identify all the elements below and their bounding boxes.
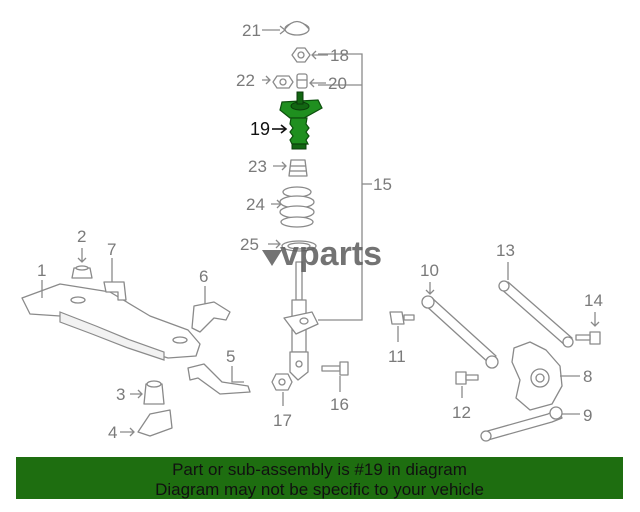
banner-line-2: Diagram may not be specific to your vehi… (155, 480, 484, 499)
callout-1: 1 (37, 261, 46, 280)
callout-16: 16 (330, 395, 349, 414)
callout-13: 13 (496, 241, 515, 260)
leader-14 (590, 312, 600, 327)
callout-7: 7 (107, 240, 116, 259)
leader-22 (262, 75, 271, 85)
leader-23 (273, 161, 287, 171)
part-10-lateral-arm[interactable] (421, 295, 499, 369)
callout-9: 9 (583, 406, 592, 425)
part-6-bracket[interactable] (191, 301, 231, 333)
leader-20 (309, 78, 326, 88)
callout-23: 23 (248, 157, 267, 176)
leader-5 (231, 366, 244, 383)
callout-24: 24 (246, 195, 265, 214)
part-strut-body[interactable] (283, 261, 319, 381)
part-11-bolt[interactable] (389, 311, 415, 325)
part-19-strut-mount-highlighted[interactable] (279, 91, 323, 150)
parts-diagram: 15 21 18 22 20 19 23 (21, 20, 603, 442)
callout-15: 15 (373, 175, 392, 194)
callout-17: 17 (273, 411, 292, 430)
leader-24 (271, 199, 282, 209)
part-9-trailing-arm[interactable] (480, 406, 563, 442)
callout-8: 8 (583, 367, 592, 386)
callout-21: 21 (242, 21, 261, 40)
part-22-nut[interactable] (272, 75, 294, 89)
part-4-shield[interactable] (137, 409, 173, 437)
callout-18: 18 (330, 46, 349, 65)
vparts-watermark: vparts (262, 235, 382, 273)
leader-10 (425, 282, 435, 295)
banner-line-1: Part or sub-assembly is #19 in diagram (172, 460, 467, 479)
part-5-bracket[interactable] (187, 363, 251, 395)
part-25-spring-seat[interactable] (281, 240, 317, 252)
watermark-logo-icon (262, 250, 282, 266)
callout-10: 10 (420, 261, 439, 280)
part-20-bushing[interactable] (296, 73, 308, 89)
callout-20: 20 (328, 74, 347, 93)
part-24-coil-spring[interactable] (279, 186, 315, 228)
leader-4 (120, 427, 135, 437)
info-banner: Part or sub-assembly is #19 in diagram D… (16, 457, 623, 499)
callout-4: 4 (108, 423, 117, 442)
part-18-nut[interactable] (291, 47, 311, 63)
part-23-bump-stop[interactable] (288, 159, 308, 177)
callout-22: 22 (236, 71, 255, 90)
callout-6: 6 (199, 267, 208, 286)
part-16-bolt[interactable] (321, 361, 349, 376)
part-8-knuckle[interactable] (511, 341, 563, 411)
leader-2 (77, 248, 87, 263)
callout-3: 3 (116, 385, 125, 404)
callout-19: 19 (250, 119, 270, 139)
leader-18 (311, 50, 328, 60)
callout-12: 12 (452, 403, 471, 422)
part-3-bushing[interactable] (143, 380, 165, 405)
arrow-21 (279, 25, 287, 35)
part-1-crossmember[interactable] (21, 283, 201, 361)
callout-11: 11 (388, 347, 406, 366)
callout-25: 25 (240, 235, 259, 254)
part-14-bolt[interactable] (575, 331, 601, 345)
part-13-control-rod[interactable] (498, 280, 574, 348)
watermark-text: vparts (280, 235, 382, 273)
part-7-bracket[interactable] (103, 281, 127, 301)
part-2-mount[interactable] (71, 265, 93, 279)
assembly-bracket-15 (318, 53, 363, 321)
part-17-nut[interactable] (271, 373, 293, 391)
leader-3 (130, 389, 143, 399)
callout-14: 14 (584, 291, 603, 310)
callout-2: 2 (77, 227, 86, 246)
arrow-19 (280, 124, 288, 134)
part-21-mount-cap[interactable] (284, 20, 310, 36)
leader-25 (268, 239, 281, 249)
callout-5: 5 (226, 347, 235, 366)
part-12-bolt[interactable] (455, 371, 479, 385)
